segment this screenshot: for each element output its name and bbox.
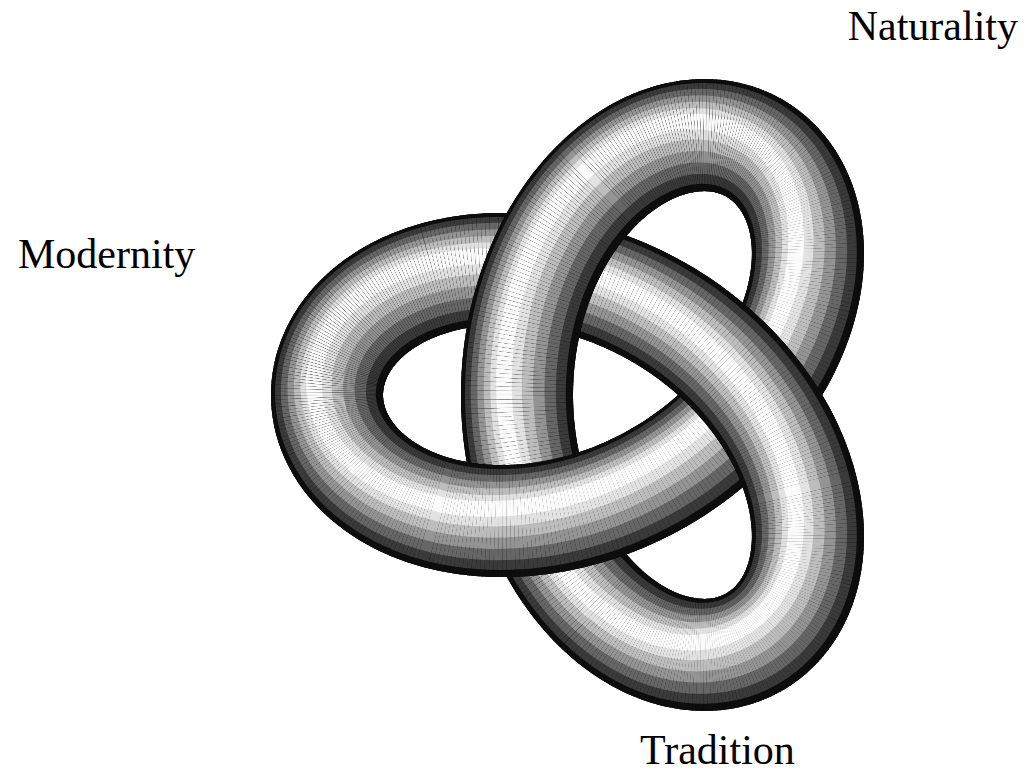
diagram-stage: NaturalityModernityTradition (0, 0, 1030, 781)
trefoil-knot (0, 0, 1030, 781)
